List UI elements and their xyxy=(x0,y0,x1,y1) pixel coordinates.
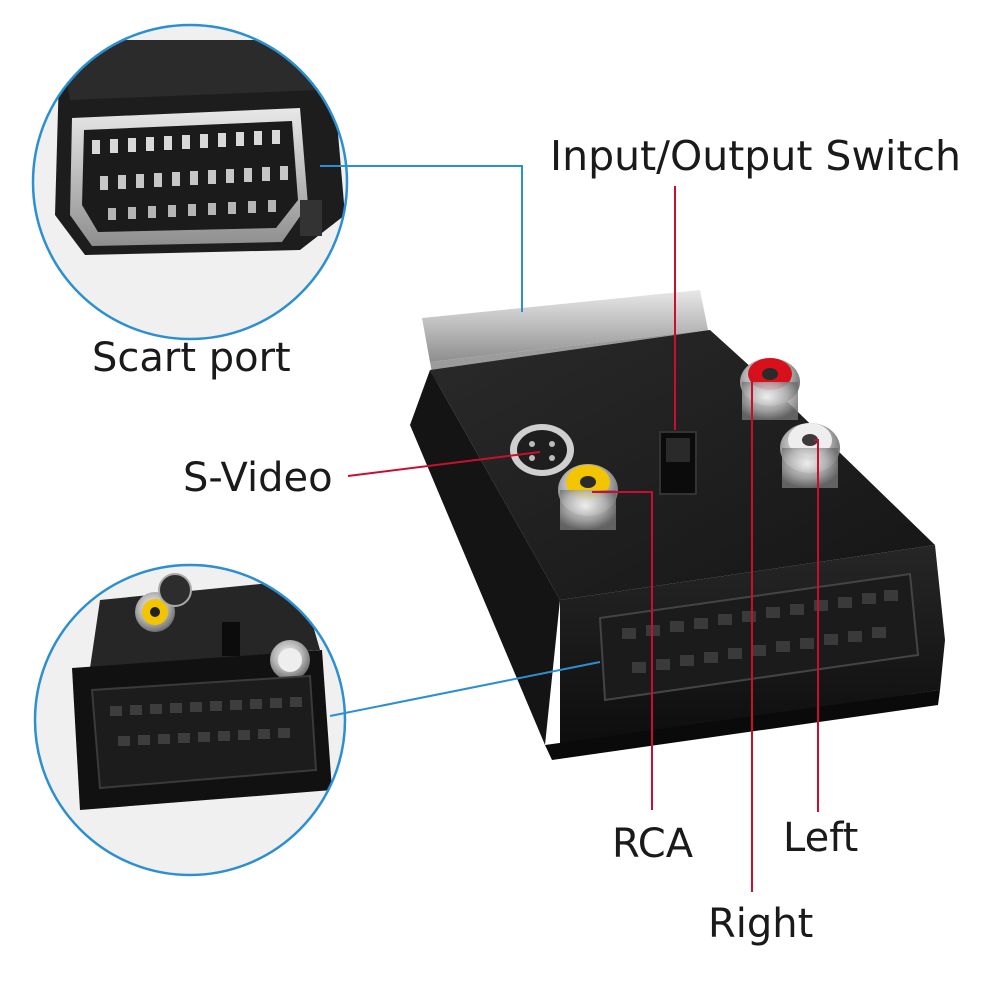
scart-port-label: Scart port xyxy=(92,335,291,381)
right-audio-label: Right xyxy=(708,901,814,947)
scart-socket-closeup xyxy=(33,563,347,877)
scart-plug-closeup xyxy=(31,23,349,341)
left-audio-label: Left xyxy=(783,815,859,861)
s-video-label: S-Video xyxy=(183,455,333,501)
rca-label: RCA xyxy=(612,821,694,867)
leader-lines xyxy=(320,165,819,892)
scart-adapter-product xyxy=(410,290,945,760)
input-output-switch-label: Input/Output Switch xyxy=(550,132,961,180)
